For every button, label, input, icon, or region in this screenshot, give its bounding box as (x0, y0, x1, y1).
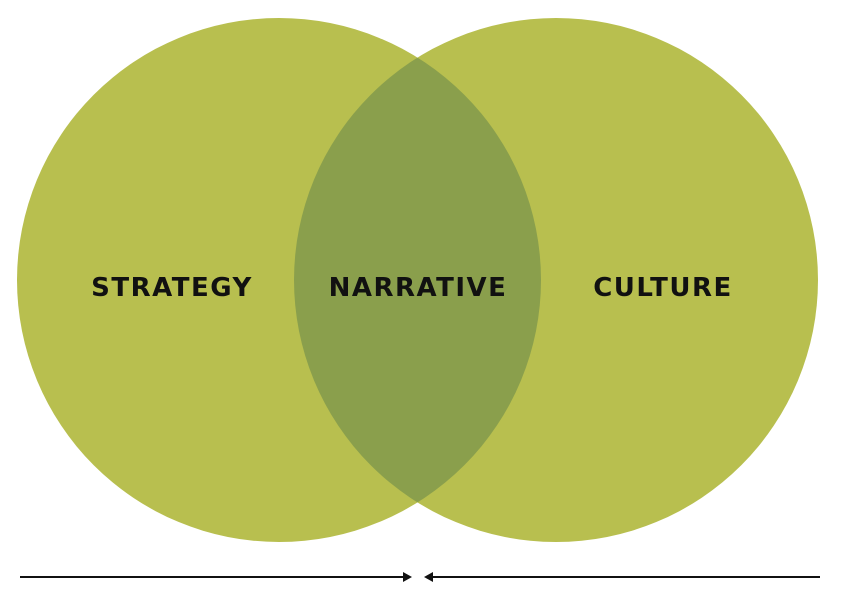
culture-label: CULTURE (593, 273, 733, 303)
right-arrow (424, 572, 820, 582)
left-arrowhead-icon (403, 572, 412, 582)
overlap-region (294, 18, 541, 542)
right-arrowhead-icon (424, 572, 433, 582)
strategy-label: STRATEGY (91, 273, 253, 303)
narrative-label: NARRATIVE (329, 273, 508, 303)
left-arrow (20, 572, 412, 582)
